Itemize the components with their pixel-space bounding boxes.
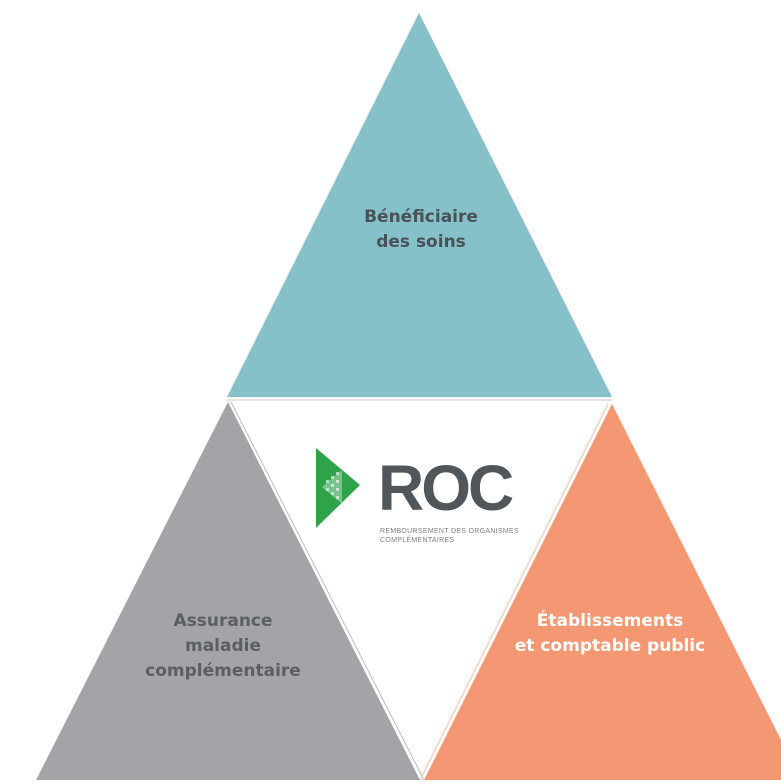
roc-logo-mark bbox=[316, 448, 360, 528]
top-label-line-1: Bénéficiaire bbox=[364, 207, 478, 227]
right-label: Établissements et comptable public bbox=[515, 609, 705, 659]
left-label-line-2: maladie bbox=[184, 636, 261, 656]
right-label-line-2: et comptable public bbox=[514, 636, 706, 656]
left-label-line-3: complémentaire bbox=[145, 661, 301, 681]
right-connector-line bbox=[419, 403, 609, 781]
left-triangle bbox=[36, 402, 420, 780]
left-label-line-1: Assurance bbox=[173, 611, 273, 631]
left-label: Assurance maladie complémentaire bbox=[145, 609, 301, 684]
roc-logo-text: ROC bbox=[378, 452, 514, 524]
right-label-line-1: Établissements bbox=[536, 611, 684, 631]
roc-tagline-line-2: COMPLÉMENTAIRES bbox=[380, 537, 455, 544]
top-label-line-2: des soins bbox=[376, 232, 466, 252]
top-label: Bénéficiaire des soins bbox=[364, 205, 478, 255]
roc-tagline-line-1: REMBOURSEMENT DES ORGANISMES bbox=[380, 528, 519, 535]
top-triangle bbox=[227, 13, 612, 397]
roc-logo-tagline: REMBOURSEMENT DES ORGANISMES COMPLÉMENTA… bbox=[380, 527, 540, 545]
right-triangle bbox=[424, 404, 781, 780]
left-connector-line bbox=[230, 401, 425, 781]
